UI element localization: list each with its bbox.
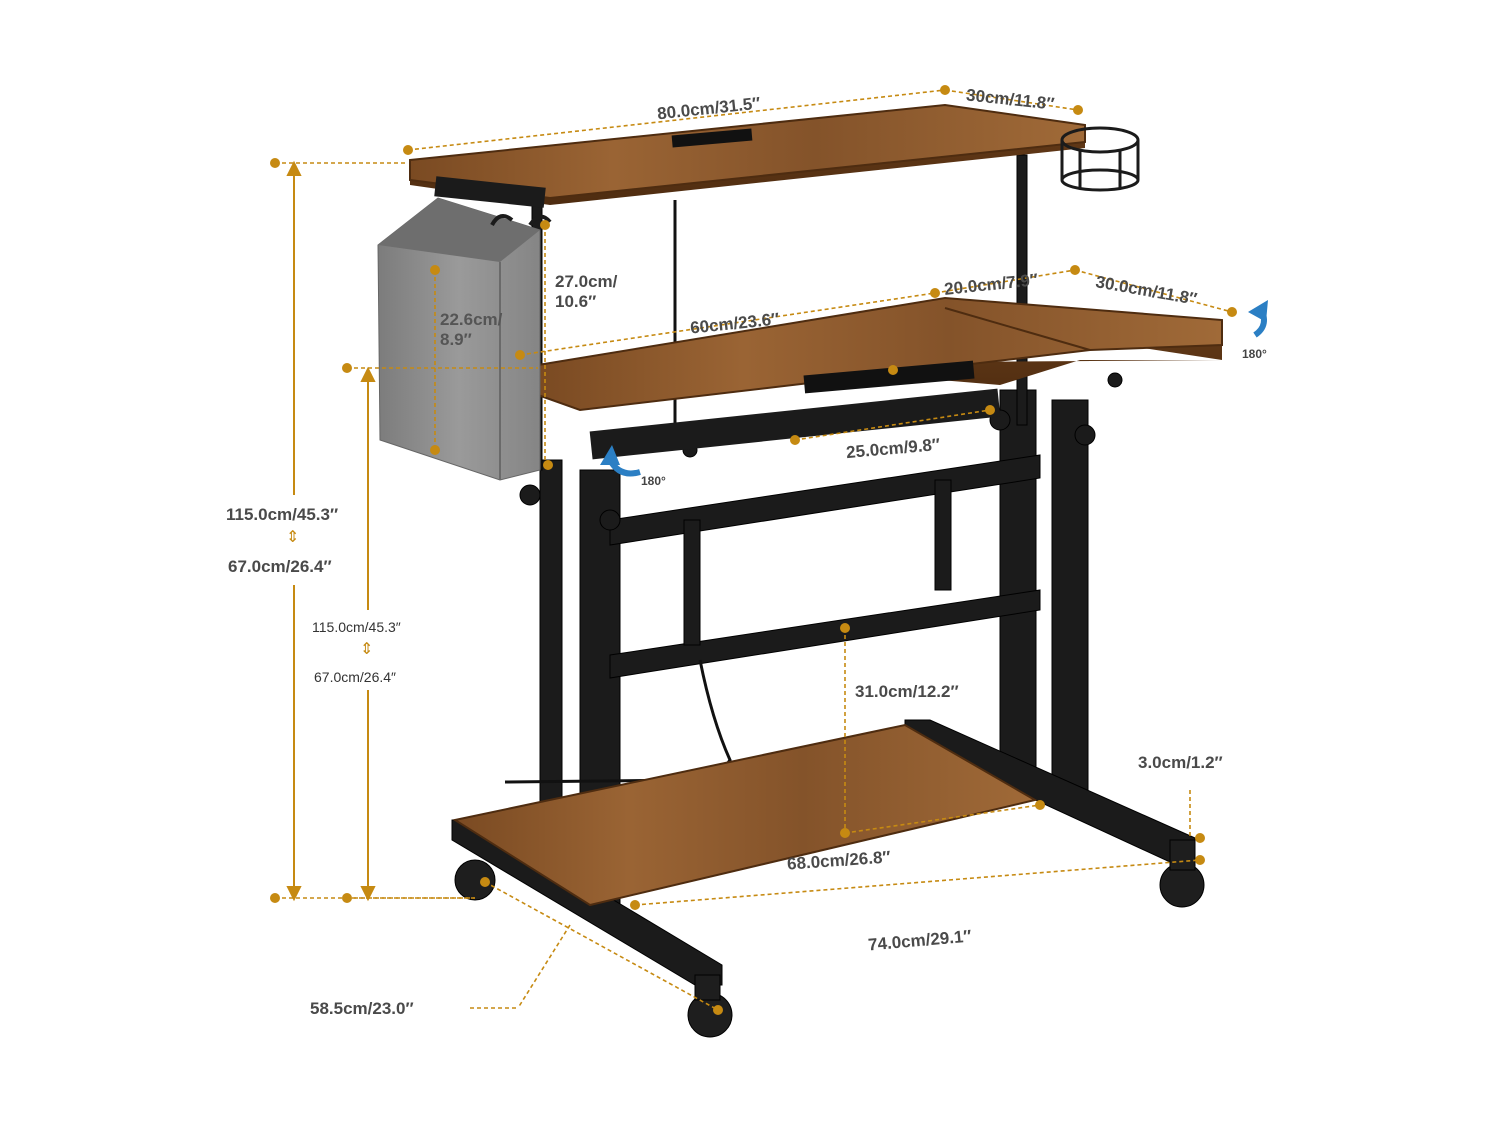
label-total-height-min: 67.0cm/26.4″ [228,557,332,576]
vertical-brace-2 [934,479,952,591]
cup-holder [1060,126,1140,192]
dim-line-desk-depth [794,409,991,441]
crossbar-top [609,454,1041,546]
top-shelf [409,103,1086,200]
rotate-arrow-icon [1248,300,1268,338]
rotate-arrow-icon-left [600,445,641,477]
up-down-arrow-icon-small: ⇕ [360,641,374,658]
label-shelf-gap: 27.0cm/ 10.6″ [555,272,618,312]
label-rotation-right: 180° [1242,347,1267,361]
label-desk-height-max: 115.0cm/45.3″ [312,619,401,635]
up-down-arrow-icon: ⇕ [286,529,300,546]
storage-bag [377,197,552,481]
dimension-dots [270,85,1237,1015]
label-bottom-clearance: 31.0cm/12.2″ [855,682,959,701]
desk-under-bracket [589,388,1001,460]
casters [454,839,1205,1038]
label-bag-height: 22.6cm/ 8.9″ [440,310,503,350]
side-desk-seam [944,307,1091,351]
upright-rear-right [1051,399,1089,801]
crossbar-middle [609,589,1041,679]
dim-line-side-depth [1074,269,1233,313]
bottom-shelf [452,723,1038,907]
dim-line-base-depth [484,881,719,1011]
dim-line-bottom-shelf [844,804,1041,834]
caster-front-left [454,859,496,901]
dim-line-top-depth [944,89,1079,111]
label-desk-height-min: 67.0cm/26.4″ [314,669,397,685]
label-total-height-max: 115.0cm/45.3″ [226,505,339,524]
vertical-brace-1 [683,519,701,646]
desk-power-strip [803,360,975,394]
height-arrows [286,160,376,902]
dim-line-base-width [634,859,1201,906]
label-base-depth: 58.5cm/23.0″ [310,999,414,1018]
label-rotation-left: 180° [641,474,666,488]
usb-outlet-panel [671,128,753,148]
label-caster-height: 3.0cm/1.2″ [1138,753,1223,772]
dimension-lines [275,89,1233,1011]
main-desk-top [537,296,1223,412]
upright-rear-left [999,389,1037,791]
dim-line-side-desk [934,269,1076,294]
dim-line-top-width [407,89,946,151]
top-shelf-post [1016,154,1028,426]
